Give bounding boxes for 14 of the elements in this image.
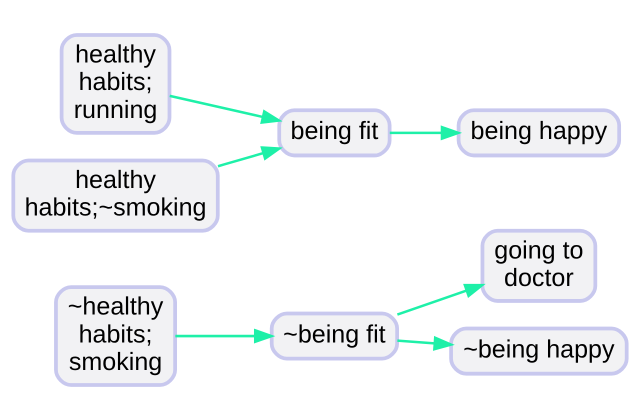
node-box: being happy [456, 108, 622, 157]
node-box: ~healthy habits; smoking [54, 284, 177, 386]
node-box: being fit [277, 108, 392, 157]
node-box: going to doctor [480, 228, 598, 302]
arrow [218, 146, 283, 167]
node-box: ~being happy [449, 326, 629, 376]
arrow [169, 94, 283, 124]
node-box: healthy habits; running [60, 32, 172, 134]
node-box: healthy habits;~smoking [11, 158, 220, 232]
node-box: ~being fit [270, 311, 400, 360]
arrow [390, 124, 462, 140]
arrow [397, 335, 455, 350]
arrow [396, 283, 486, 316]
arrow [175, 328, 276, 344]
